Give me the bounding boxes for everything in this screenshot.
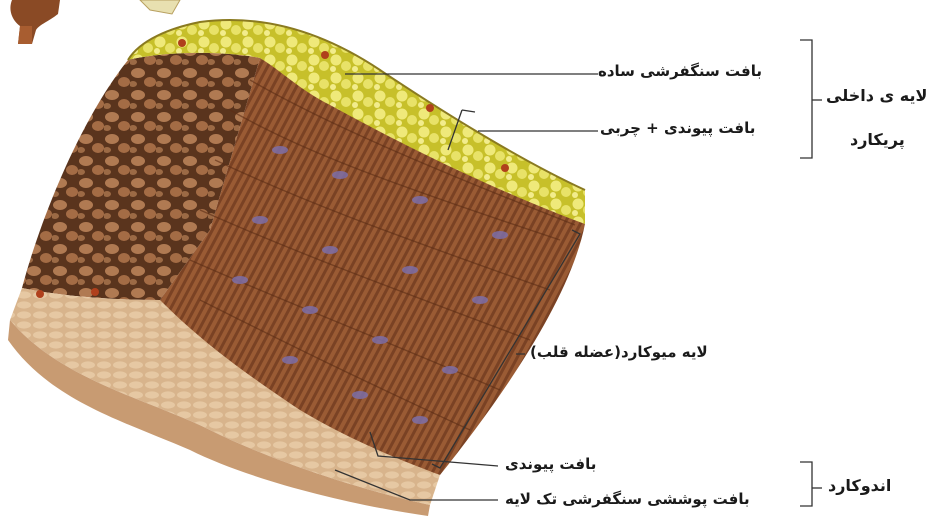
label-myocardium: لایه میوکارد(عضله قلب) bbox=[530, 343, 708, 361]
label-inner-layer: لایه ی داخلی bbox=[826, 86, 927, 105]
label-single-layer-squamous: بافت پوششی سنگفرشی تک لایه bbox=[505, 490, 750, 508]
label-connective: بافت پیوندی bbox=[505, 455, 596, 473]
label-pericardium: پریکارد bbox=[850, 130, 905, 149]
label-simple-squamous: بافت سنگفرشی ساده bbox=[598, 62, 762, 80]
label-endocardium: اندوکارد bbox=[828, 476, 891, 495]
label-connective-fat: بافت پیوندی + چربی bbox=[600, 119, 755, 137]
